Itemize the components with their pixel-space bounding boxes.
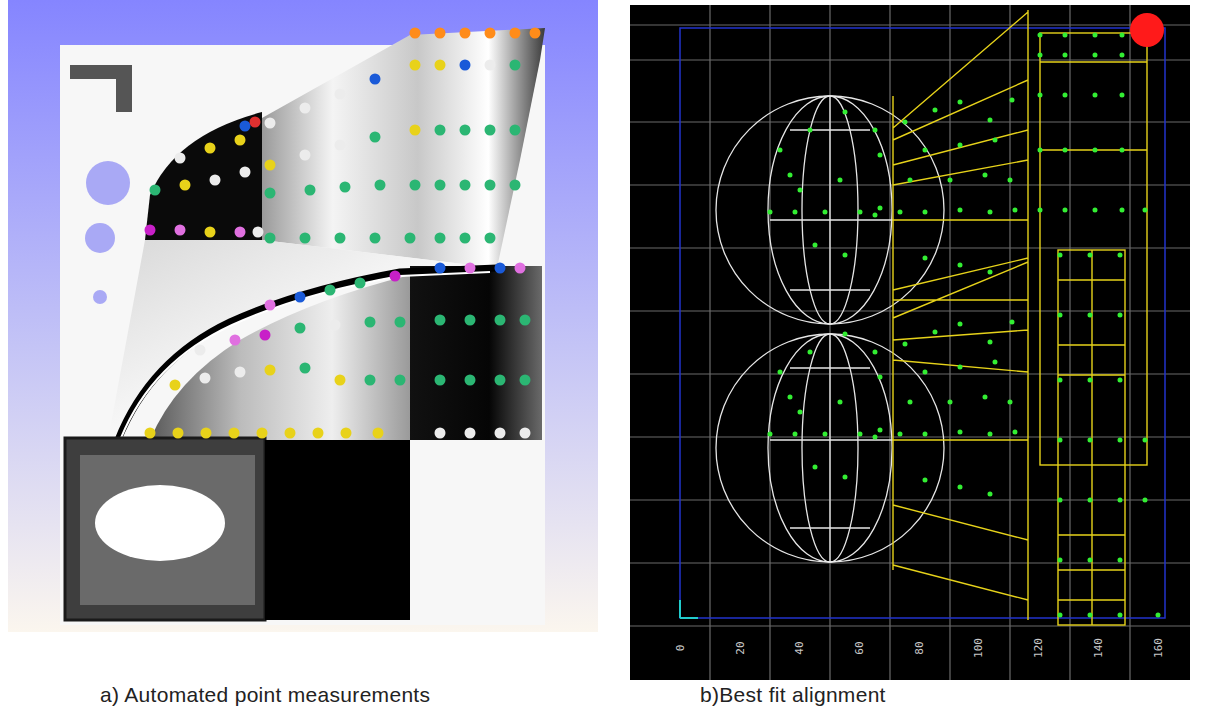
- panel-background: [8, 0, 598, 632]
- axis-label: 60: [854, 641, 865, 654]
- point-set: [155, 65, 525, 380]
- point-set: [180, 230, 520, 340]
- axis-label: 80: [914, 641, 925, 654]
- measurement-points: [150, 33, 535, 433]
- axis-label: 100: [973, 638, 984, 658]
- axis-label: 120: [1033, 638, 1044, 658]
- axis-label: 160: [1153, 638, 1164, 658]
- point-set: [415, 28, 535, 39]
- point-set: [150, 230, 395, 335]
- hole: [86, 161, 130, 205]
- sphere: [716, 96, 944, 324]
- bracket-cutout: [70, 65, 132, 112]
- edge-highlight: [121, 272, 490, 438]
- cad-rect: [1040, 33, 1147, 465]
- origin-axes: [680, 600, 698, 618]
- sphere-meridian: [768, 334, 892, 562]
- sphere-lines: [770, 334, 893, 562]
- edge-groove: [118, 268, 497, 440]
- hole: [93, 290, 107, 304]
- sphere-wireframe: [716, 96, 944, 562]
- axis-label: 0: [675, 645, 686, 652]
- base-hole: [95, 485, 225, 561]
- hole: [85, 223, 115, 253]
- dark-surface: [410, 266, 542, 440]
- base-block: [65, 438, 265, 620]
- measured-points: [770, 35, 1158, 615]
- panel-background: [630, 5, 1190, 680]
- cad-lines: [1058, 250, 1125, 625]
- sphere: [716, 334, 944, 562]
- upper-sheet: [262, 28, 545, 268]
- axis-label: 20: [735, 641, 746, 654]
- axis-label: 40: [794, 641, 805, 654]
- axis-label: 140: [1093, 638, 1104, 658]
- cad-outline: [893, 10, 1147, 625]
- caption: b)Best fit alignment: [700, 683, 886, 707]
- dark-block: [265, 440, 410, 620]
- caption: a) Automated point measurements: [100, 683, 430, 707]
- reference-marker: [1130, 13, 1164, 47]
- cad-lines: [1040, 62, 1147, 150]
- grid-lines: [630, 5, 1190, 680]
- base-face: [80, 455, 255, 605]
- grid: [630, 5, 1190, 680]
- cad-rect: [1058, 250, 1125, 625]
